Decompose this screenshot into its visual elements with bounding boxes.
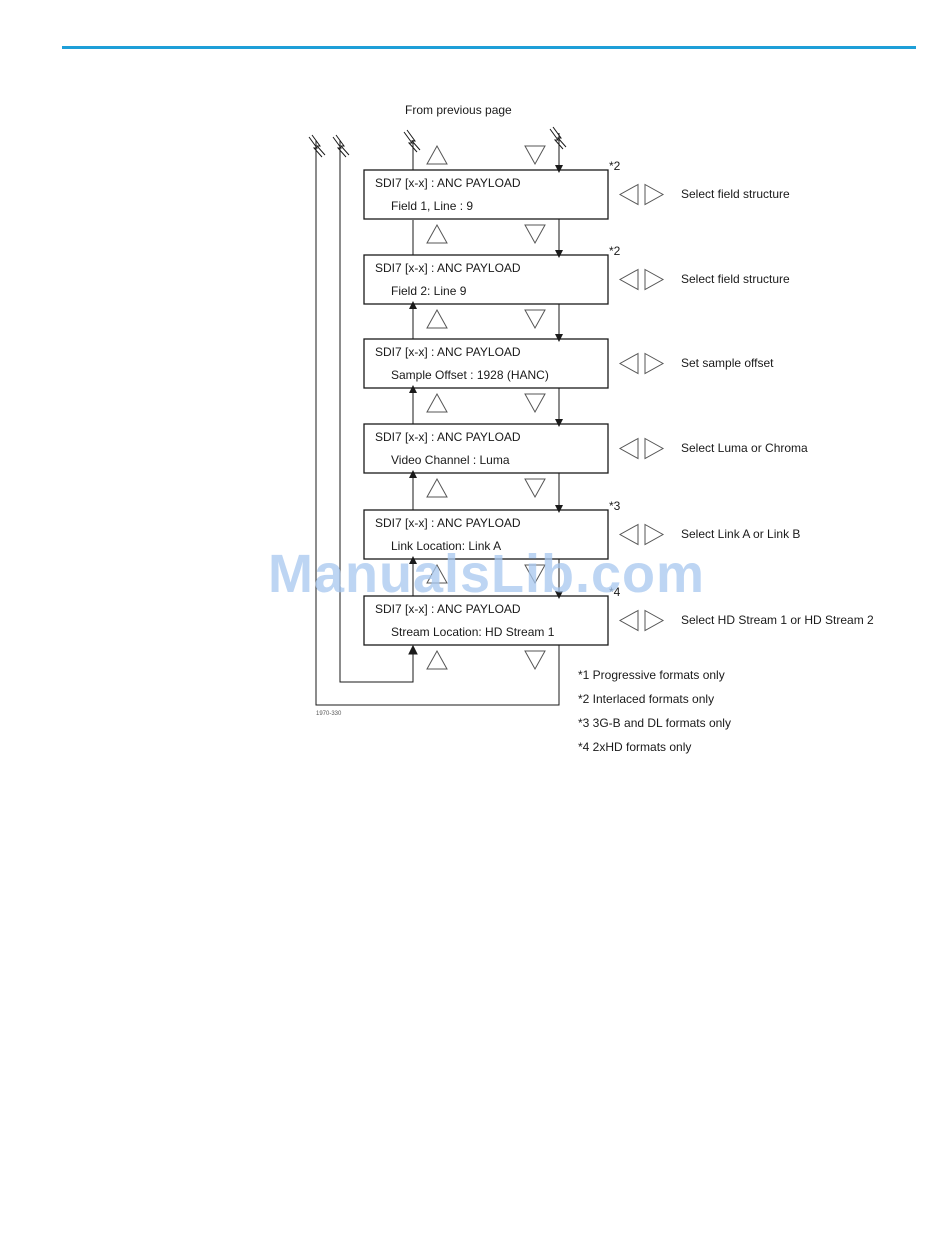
page-break-icon-2: [311, 134, 326, 156]
up-arrow-icon: [426, 392, 448, 413]
menu-box-3: [363, 338, 609, 389]
menu-box-2: [363, 254, 609, 305]
footnote-marker: *2: [609, 159, 621, 173]
return-loop-up: [339, 140, 414, 683]
footnote: *4 2xHD formats only: [578, 740, 692, 754]
up-arrow-icon: [426, 563, 448, 584]
action-description: Select field structure: [681, 271, 790, 286]
footnote: *2 Interlaced formats only: [578, 692, 715, 706]
menu-box-value: Stream Location: HD Stream 1: [391, 625, 555, 639]
right-arrow-icon: [644, 268, 665, 291]
menu-box-6: [363, 595, 609, 646]
down-arrow-icon: [524, 478, 546, 499]
menu-box-5: [363, 509, 609, 560]
menu-box-title: SDI7 [x-x] : ANC PAYLOAD: [375, 516, 521, 530]
menu-box-value: Link Location: Link A: [391, 539, 502, 553]
right-arrow-icon: [644, 523, 665, 546]
right-arrow-icon: [644, 609, 665, 632]
menu-box-4: [363, 423, 609, 474]
action-description: Select HD Stream 1 or HD Stream 2: [681, 612, 874, 627]
menu-box-title: SDI7 [x-x] : ANC PAYLOAD: [375, 176, 521, 190]
menu-box-value: Field 2: Line 9: [391, 284, 467, 298]
right-arrow-icon: [644, 352, 665, 375]
page-break-icon-2: [552, 126, 567, 148]
left-arrow-icon: [618, 437, 639, 460]
action-description: Select Luma or Chroma: [681, 440, 808, 455]
up-arrow-icon: [426, 144, 448, 165]
down-arrow-icon: [524, 145, 546, 166]
action-description: Set sample offset: [681, 355, 774, 370]
down-arrow-icon: [524, 224, 546, 245]
page-break-icon: [308, 136, 323, 158]
down-arrow-icon: [524, 309, 546, 330]
footnote-marker: *4: [609, 585, 621, 599]
up-arrow-icon: [426, 477, 448, 498]
action-description: Select Link A or Link B: [681, 526, 801, 541]
up-arrow-icon: [426, 649, 448, 670]
left-arrow-icon: [618, 352, 639, 375]
footnote: *3 3G-B and DL formats only: [578, 716, 731, 730]
footnote-marker: *2: [609, 244, 621, 258]
down-arrow-icon: [524, 650, 546, 671]
menu-box-title: SDI7 [x-x] : ANC PAYLOAD: [375, 430, 521, 444]
left-arrow-icon: [618, 268, 639, 291]
up-arrow-icon: [426, 223, 448, 244]
return-loop-down: [315, 140, 560, 706]
arrowhead-icon: [408, 644, 418, 655]
right-arrow-icon: [644, 437, 665, 460]
menu-box-1: [363, 169, 609, 220]
menu-box-title: SDI7 [x-x] : ANC PAYLOAD: [375, 261, 521, 275]
left-arrow-icon: [618, 609, 639, 632]
figure-number: 1970-330: [316, 711, 342, 717]
footnote: *1 Progressive formats only: [578, 668, 725, 682]
left-arrow-icon: [618, 523, 639, 546]
page-break-icon-2: [335, 134, 350, 156]
watermark: ManualsLib.com: [268, 544, 706, 604]
menu-box-value: Field 1, Line : 9: [391, 199, 474, 213]
down-arrow-icon: [524, 393, 546, 414]
footnote-marker: *3: [609, 499, 621, 513]
menu-box-title: SDI7 [x-x] : ANC PAYLOAD: [375, 602, 521, 616]
menu-box-value: Sample Offset : 1928 (HANC): [391, 368, 549, 382]
from-previous-page-label: From previous page: [405, 103, 512, 117]
action-description: Select field structure: [681, 186, 790, 201]
page-break-icon-2: [406, 129, 421, 151]
header-rule: [62, 46, 916, 49]
up-arrow-icon: [426, 308, 448, 329]
down-arrow-icon: [524, 564, 546, 585]
menu-box-value: Video Channel : Luma: [391, 453, 510, 467]
page-break-icon: [332, 136, 347, 158]
right-arrow-icon: [644, 183, 665, 206]
page-break-icon: [549, 128, 564, 150]
page-break-icon: [403, 131, 418, 153]
left-arrow-icon: [618, 183, 639, 206]
menu-box-title: SDI7 [x-x] : ANC PAYLOAD: [375, 345, 521, 359]
